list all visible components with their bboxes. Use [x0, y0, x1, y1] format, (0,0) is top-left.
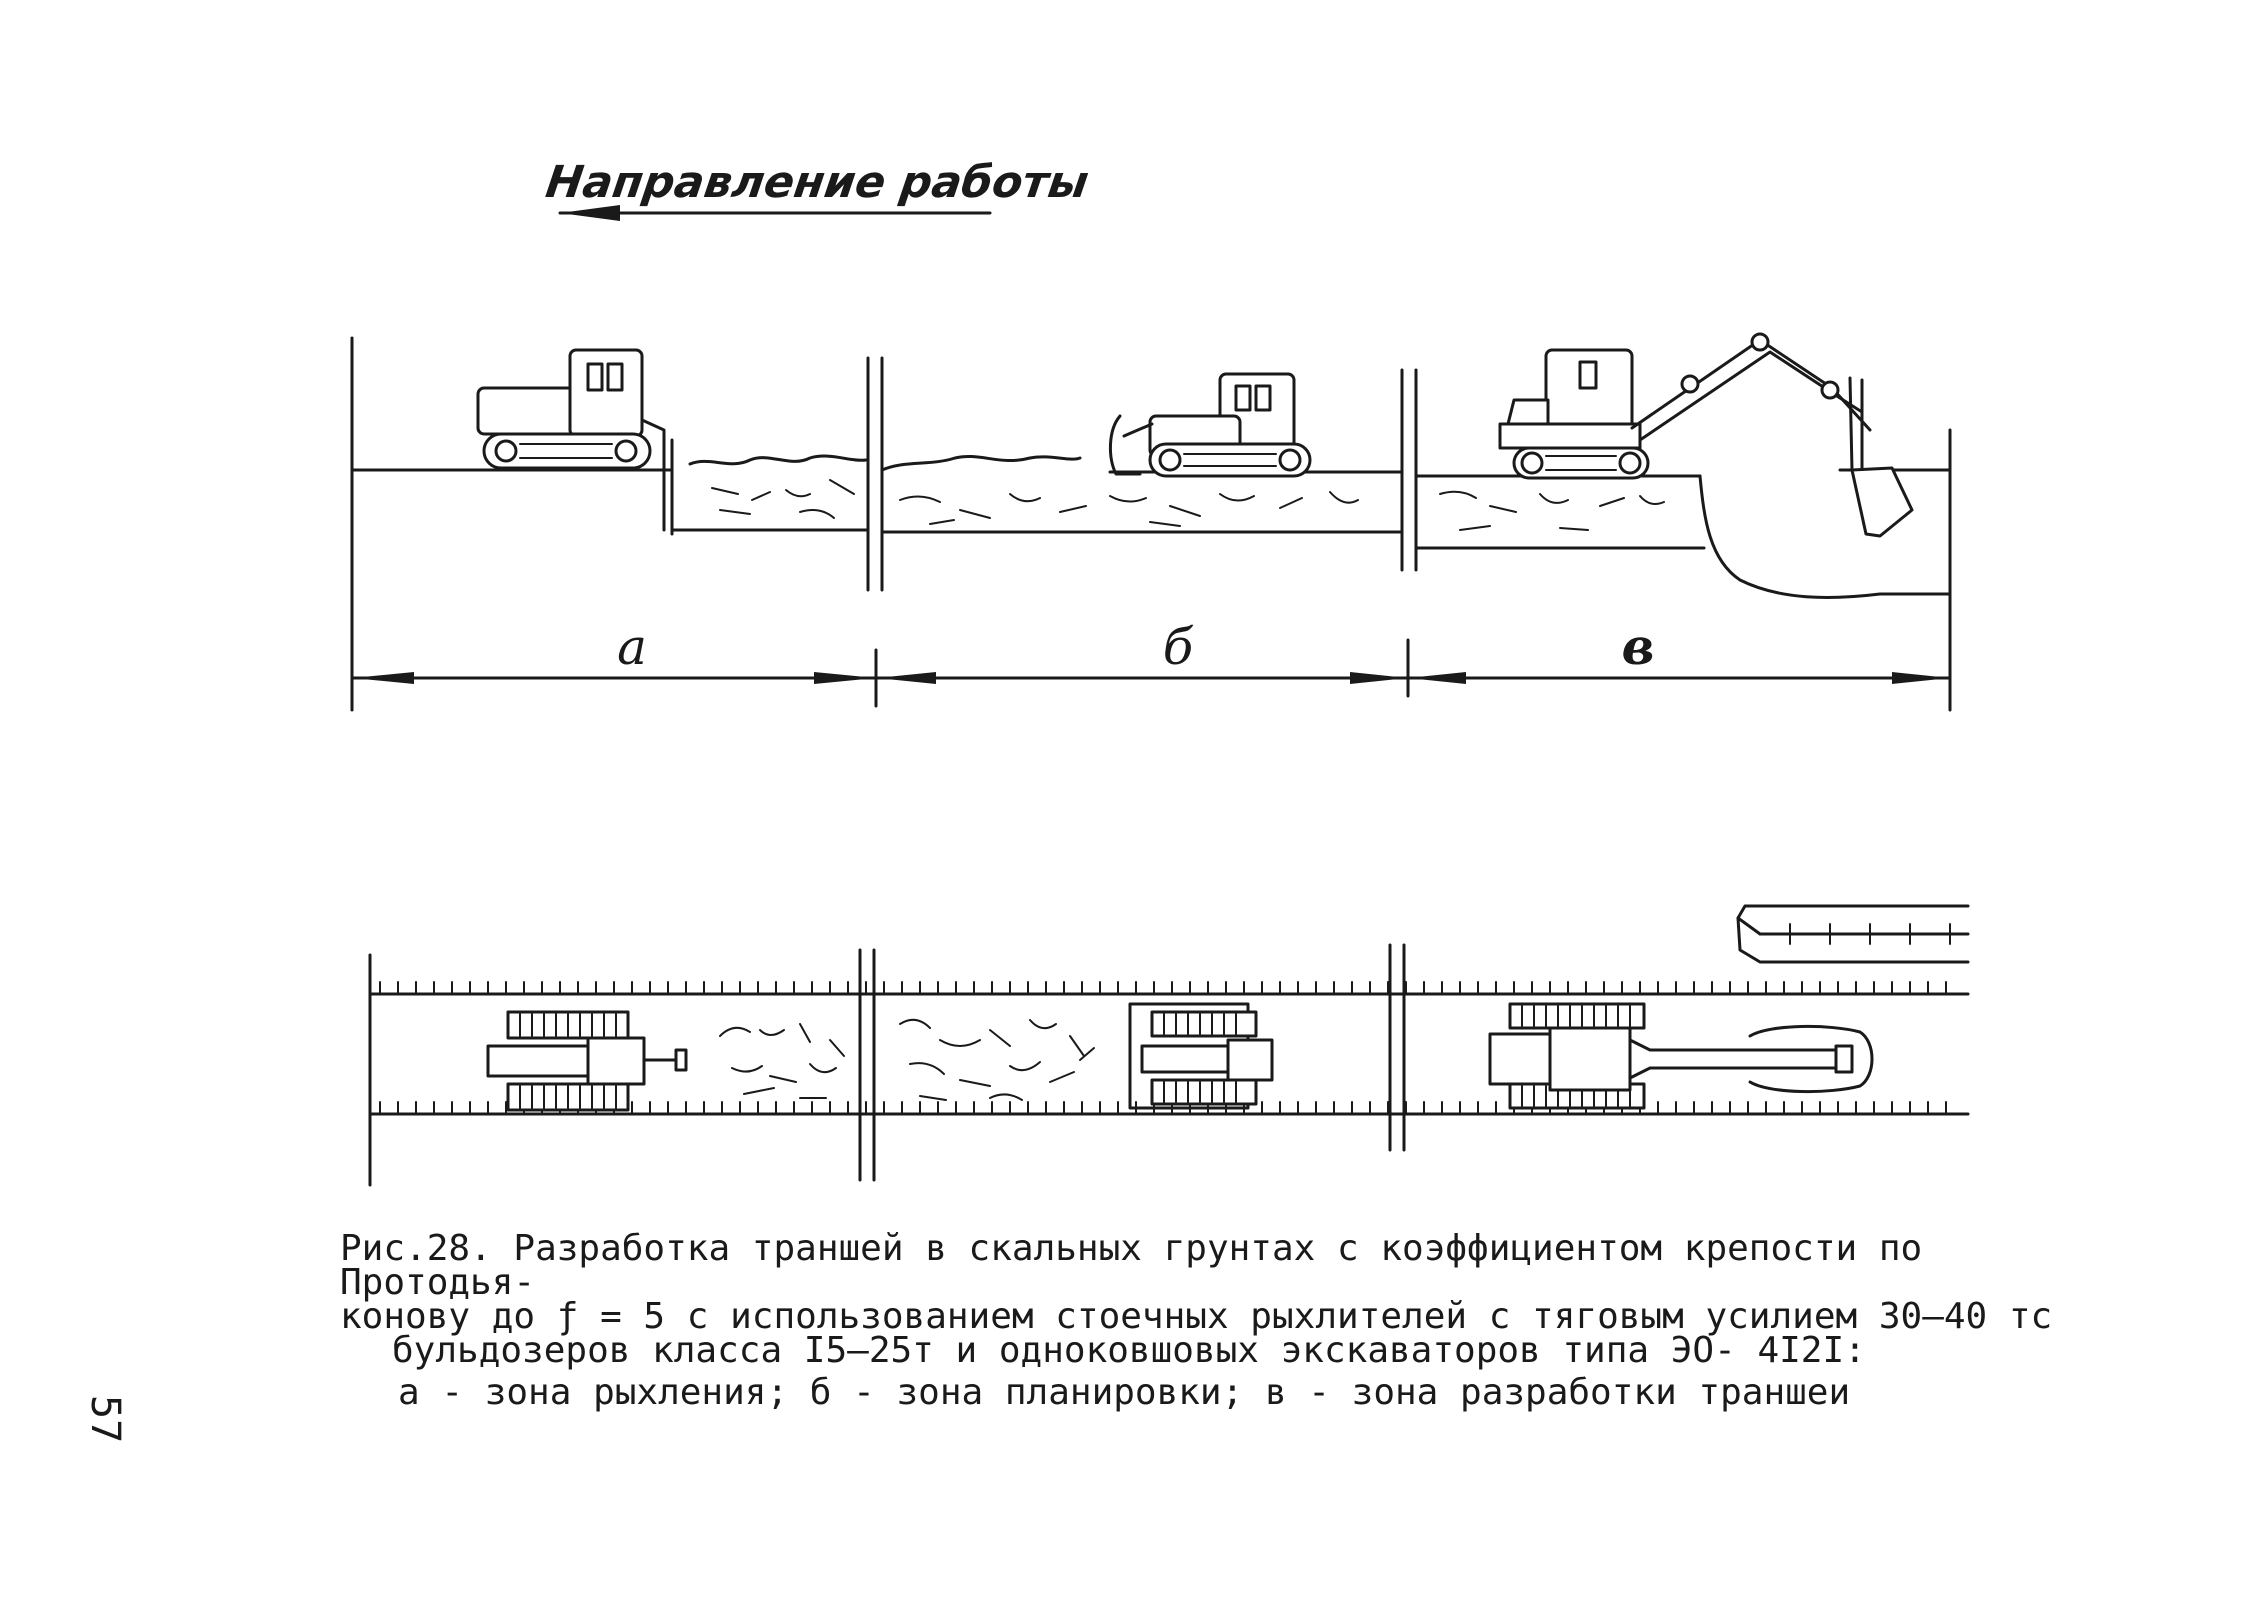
spoil-bank-ticks [1789, 923, 1951, 945]
ripper-cab-window-2 [606, 362, 624, 392]
caption-line-1: Рис.28. Разработка траншей в скальных гр… [340, 1228, 1923, 1303]
bulldozer-plan-icon [1128, 1002, 1274, 1110]
bulldozer-plan-hood [1140, 1044, 1234, 1074]
zone-dimension-line: а б в [350, 617, 1952, 708]
excavator-plan-counterweight [1488, 1032, 1552, 1086]
loose-rock-top-a [688, 454, 868, 466]
ripper-plan-hood [486, 1044, 590, 1078]
excavated-trench-profile [1698, 474, 1952, 599]
spoil-bank-outline [1736, 904, 1970, 964]
bulldozer-blade [1108, 414, 1142, 476]
dimension-arrow-b-right-icon [1350, 672, 1408, 684]
ripper-tractor-icon [476, 348, 674, 536]
dimension-arrow-v-right-icon [1892, 672, 1950, 684]
ripper-cab-window-1 [586, 362, 604, 392]
excavator-plan-boom-bottom [1628, 1066, 1842, 1080]
dimension-arrow-a-right-icon [814, 672, 876, 684]
excavator-boom-tip [1750, 332, 1770, 352]
dimension-arrow-a-left-icon [352, 672, 414, 684]
direction-indicator: Направление работы [543, 157, 1092, 221]
excavator-arm-joint [1820, 380, 1840, 400]
figure-caption: Рис.28. Разработка траншей в скальных гр… [340, 1228, 2100, 1371]
excavator-bucket [1850, 466, 1914, 538]
bulldozer-wheel-2 [1278, 448, 1302, 472]
bulldozer-icon [1108, 372, 1312, 478]
direction-label: Направление работы [543, 157, 1092, 208]
excavator-boom-joint [1680, 374, 1700, 394]
bulldozer-plan-cab [1226, 1038, 1274, 1082]
ripper-plan-cab [586, 1036, 646, 1086]
ripper-engine-hood [476, 386, 580, 436]
excavator-plan-icon [1488, 1002, 1874, 1110]
ripper-shank [640, 418, 666, 532]
trench-a-edge [670, 460, 870, 532]
plan-loose-rock-a [719, 1023, 845, 1099]
excavator-dipper-arm [1848, 376, 1854, 472]
ripper-wheel-2 [614, 439, 638, 463]
plan-view [368, 904, 1970, 1187]
bulldozer-blade-arm [1122, 422, 1154, 438]
zone-label-v: в [1622, 617, 1655, 676]
bulldozer-plan-track-top [1150, 1010, 1258, 1038]
ripper-track [482, 432, 652, 470]
ripper-plan-track-links [519, 1013, 617, 1109]
loose-rock-texture-a [711, 479, 855, 519]
ripper-cab [568, 348, 644, 438]
dimension-arrow-v-left-icon [1408, 672, 1466, 684]
bulldozer-plan-track-bottom [1150, 1078, 1258, 1106]
caption-legend: а - зона рыхления; б - зона планировки; … [398, 1372, 1851, 1413]
loose-rock-texture-v [1439, 490, 1665, 531]
elevation-view: а б в [350, 332, 1952, 712]
excavator-wheel-2 [1618, 451, 1642, 475]
zone-label-b: б [1163, 618, 1194, 676]
excavator-icon [1498, 332, 1914, 538]
plan-top-ticks [379, 981, 1947, 995]
bulldozer-wheel-1 [1158, 448, 1182, 472]
bulldozer-cab-window-1 [1234, 384, 1252, 412]
bulldozer-track [1148, 442, 1312, 478]
dimension-arrow-b-left-icon [876, 672, 936, 684]
ripper-plan-tooth [674, 1048, 688, 1072]
ripper-tractor-plan-icon [486, 1010, 688, 1112]
loose-rock-texture-b [899, 491, 1359, 527]
plan-loose-rock-b [899, 1018, 1095, 1101]
spoil-bank-corner [1736, 916, 1762, 936]
excavator-body [1498, 422, 1642, 450]
excavator-plan-track-links [1521, 1005, 1631, 1107]
ripper-wheel-1 [494, 439, 518, 463]
caption-line-2: конову до ƒ = 5 с использованием стоечны… [340, 1296, 2053, 1337]
excavator-plan-bucket [1834, 1044, 1854, 1074]
excavator-cab-window [1578, 360, 1598, 390]
bulldozer-plan-track-links [1163, 1013, 1237, 1103]
excavator-plan-track-top [1508, 1002, 1646, 1030]
page-number: 57 [82, 1395, 128, 1444]
caption-line-3: бульдозеров класса I5–25т и одноковшовых… [392, 1330, 1866, 1371]
excavator-plan-trench-end [1748, 1024, 1874, 1094]
zone-label-a: а [617, 618, 647, 676]
excavator-plan-boom-top [1628, 1038, 1842, 1052]
excavator-plan-body [1548, 1026, 1632, 1092]
loose-rock-top-b [880, 454, 1082, 472]
bulldozer-cab-window-2 [1254, 384, 1272, 412]
excavator-wheel-1 [1520, 451, 1544, 475]
direction-arrow-left-icon [560, 205, 620, 221]
